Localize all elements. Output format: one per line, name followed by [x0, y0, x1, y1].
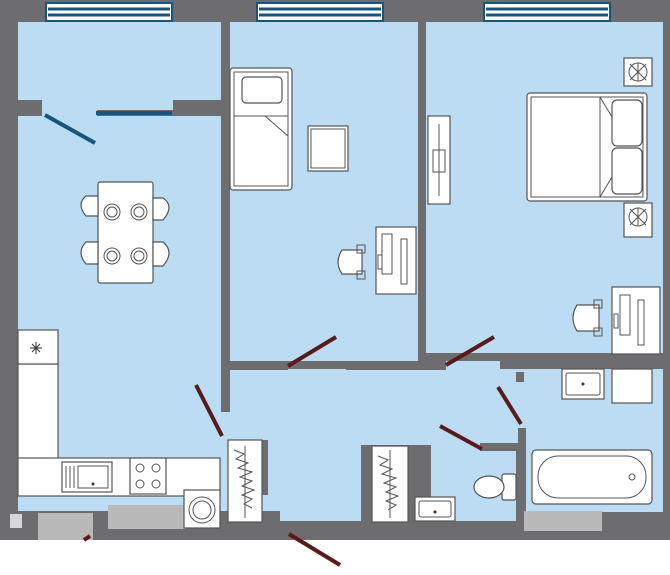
pillow: [611, 99, 643, 147]
pillow: [611, 147, 643, 195]
chair: [152, 241, 170, 267]
desk-small: [375, 226, 417, 295]
door-kitchen-balcony: [44, 113, 96, 145]
door-kitchen: [194, 384, 224, 437]
desk-master: [611, 286, 661, 355]
windows: [45, 2, 611, 22]
door-toilet: [439, 424, 483, 451]
washing-machine-icon: [183, 489, 221, 529]
door-entrance: [287, 532, 342, 567]
doors: [44, 111, 523, 567]
sink-bathroom: [561, 368, 605, 400]
counter-vertical: [17, 363, 59, 461]
nightstand: [307, 125, 349, 172]
door-bathroom: [496, 385, 523, 426]
bedroom-small-furniture: [229, 67, 417, 295]
utility-block-middle: [108, 505, 186, 529]
washing-area: [611, 368, 653, 404]
room-hallway-floor: [221, 369, 518, 449]
fan-icon: [623, 57, 653, 87]
office-chair: [337, 249, 363, 275]
window-left: [45, 2, 173, 22]
fridge: [17, 329, 59, 365]
toilet-fixtures: [414, 473, 517, 522]
kitchen-counter: [17, 329, 221, 497]
window-right: [483, 2, 611, 22]
bathroom-fixtures: [531, 368, 653, 505]
hallway-wardrobes: [227, 439, 409, 523]
bedroom-master-furniture: [427, 57, 661, 355]
fan-icon: [623, 202, 653, 238]
room-kitchen-living-floor: [18, 22, 221, 110]
door-bedroom-small: [286, 335, 338, 368]
stove-icon: [129, 457, 167, 495]
office-chair: [572, 304, 600, 332]
bathtub: [531, 449, 653, 505]
door-utility: [82, 534, 92, 542]
toilet-bowl: [473, 475, 505, 499]
utility-block-left: [38, 513, 93, 540]
door-bedroom-master: [444, 335, 496, 367]
chair: [80, 195, 99, 217]
dining-set: [80, 181, 170, 284]
dining-table: [97, 181, 154, 284]
chair: [80, 241, 99, 265]
snowflake-icon: [30, 342, 42, 354]
chair: [152, 197, 170, 221]
pillow: [241, 76, 283, 104]
window-middle: [256, 2, 384, 22]
utility-block-right: [524, 511, 602, 531]
utility-box-small: [10, 514, 22, 528]
